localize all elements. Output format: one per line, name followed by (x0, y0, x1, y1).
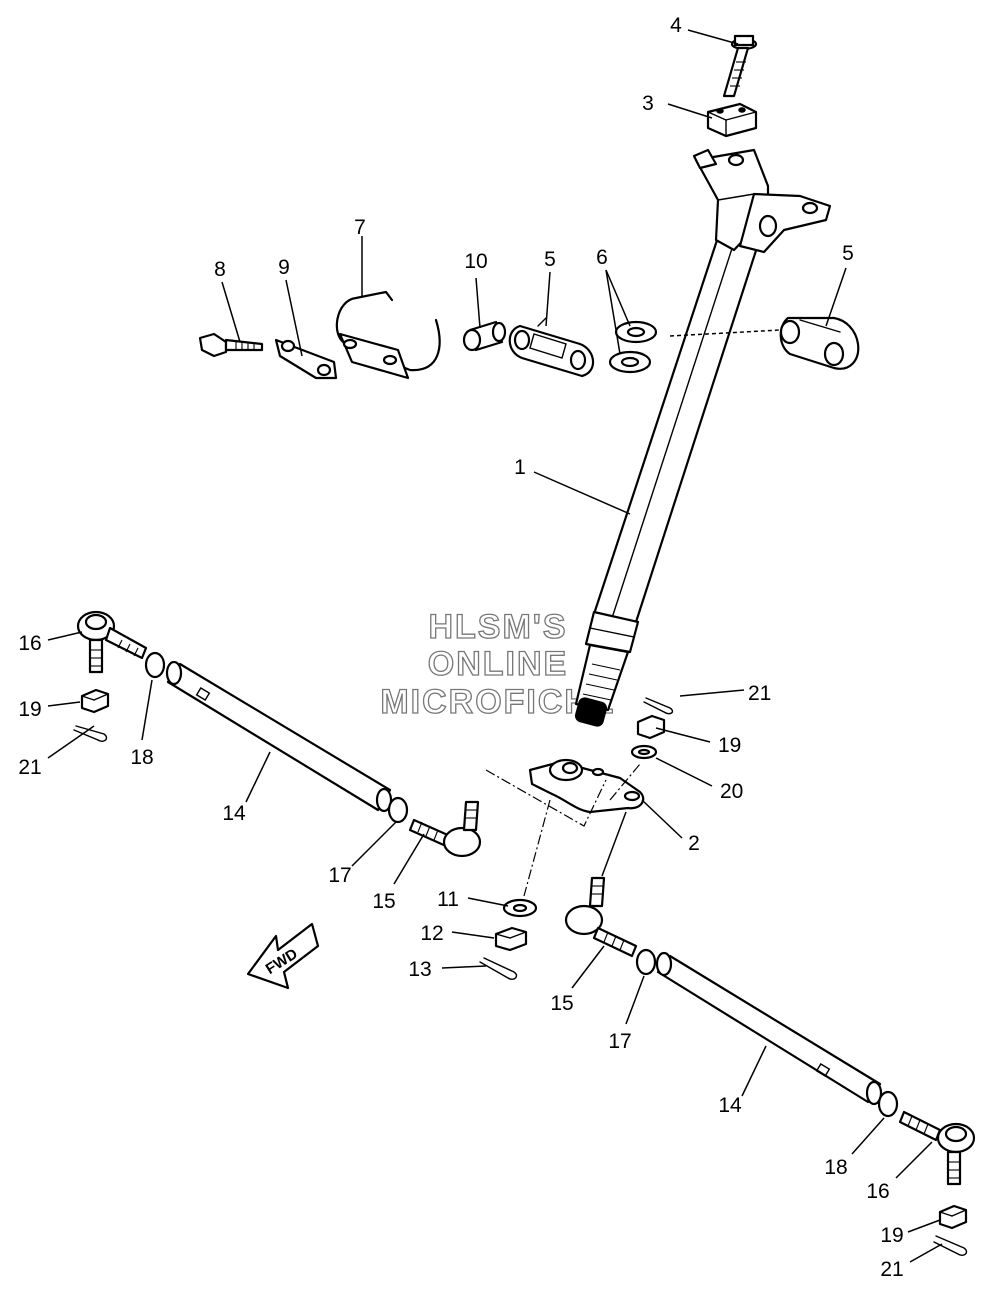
callout-19-right: 19 (880, 1224, 903, 1247)
callout-2: 2 (688, 832, 700, 855)
callout-14-left: 14 (222, 802, 246, 825)
tie-rod-end-left (76, 610, 148, 674)
watermark-line-3: MICROFICHE (380, 683, 615, 721)
callout-19-left: 19 (18, 698, 41, 721)
callout-15-left: 15 (372, 890, 395, 913)
column-cotter-pin (643, 697, 674, 715)
callout-15-right: 15 (550, 992, 573, 1015)
jam-nut-left-outer (144, 651, 166, 679)
cotter-pin-right (933, 1235, 968, 1257)
castle-nut-left (80, 688, 110, 714)
cotter-pin-left (73, 725, 108, 743)
castle-nut-right (938, 1204, 968, 1230)
callout-16-left: 16 (18, 632, 41, 655)
callout-5-right: 5 (842, 242, 854, 265)
callout-7: 7 (354, 216, 366, 239)
callout-5-left: 5 (544, 248, 556, 271)
callout-17-right: 17 (608, 1030, 631, 1053)
tie-rod-left (165, 660, 393, 813)
inner-rod-end-right (564, 876, 638, 958)
assembly-guides (485, 329, 781, 897)
arm-cotter-pin (479, 957, 518, 981)
callout-21-column: 21 (748, 682, 771, 705)
tie-rod-right (655, 951, 883, 1106)
column-clamp-block (706, 102, 758, 138)
callout-3: 3 (642, 92, 654, 115)
bearing-holder-right (779, 316, 860, 370)
steering-column (574, 148, 832, 727)
arm-nut (494, 926, 528, 952)
flange-bolt (722, 34, 758, 98)
callout-18-left: 18 (130, 746, 153, 769)
collar (462, 320, 507, 352)
callout-labels: 4 3 7 8 9 10 5 6 5 1 16 19 21 18 14 17 1… (18, 14, 903, 1281)
arm-washer (502, 898, 538, 918)
jam-nut-right-inner (635, 948, 657, 976)
hex-bolt (198, 332, 264, 358)
forward-direction-arrow: FWD (246, 922, 320, 990)
spring-clip (335, 290, 441, 380)
column-castle-nut (636, 714, 666, 740)
callout-21-right: 21 (880, 1258, 903, 1281)
watermark: HLSM'S ONLINE MICROFICHE (380, 607, 615, 721)
callout-8: 8 (214, 258, 226, 281)
callout-11: 11 (437, 888, 459, 911)
callout-10: 10 (464, 250, 487, 273)
tie-rod-end-right (898, 1110, 976, 1186)
callout-1: 1 (514, 456, 526, 479)
bushing-washers (608, 320, 658, 374)
callout-16-right: 16 (866, 1180, 889, 1203)
callout-18-right: 18 (824, 1156, 847, 1179)
callout-17-left: 17 (328, 864, 351, 887)
callout-20: 20 (720, 780, 743, 803)
jam-nut-left-inner (387, 796, 409, 824)
column-lock-washer (630, 744, 658, 760)
callout-21-left: 21 (18, 756, 41, 779)
lock-plate (274, 338, 338, 380)
inner-rod-end-left (408, 800, 482, 858)
watermark-line-2: ONLINE (428, 645, 568, 683)
bushing-holder-left (508, 317, 595, 378)
leader-lines (47, 29, 943, 1263)
watermark-line-1: HLSM'S (428, 608, 567, 646)
pitman-arm (528, 758, 645, 814)
callout-13: 13 (408, 958, 431, 981)
jam-nut-right-outer (877, 1090, 899, 1118)
callout-19-column: 19 (718, 734, 741, 757)
callout-9: 9 (278, 256, 290, 279)
callout-6: 6 (596, 246, 608, 269)
callout-4: 4 (670, 14, 682, 37)
callout-12: 12 (420, 922, 443, 945)
callout-14-right: 14 (718, 1094, 742, 1117)
